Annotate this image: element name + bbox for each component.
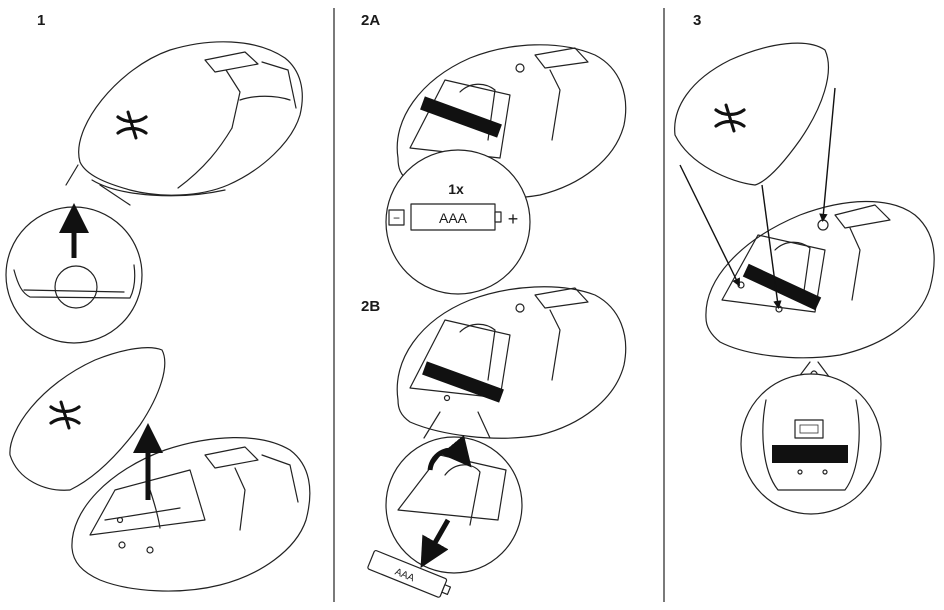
battery-slot-3 [742, 263, 822, 311]
step-1-label: 1 [37, 12, 46, 29]
step-2b-label: 2B [361, 298, 381, 315]
battery-slot-2a [420, 96, 502, 138]
alignment-lines [679, 87, 836, 310]
plus-symbol: + [508, 209, 519, 229]
aaa-battery-loose: AAA [367, 549, 452, 598]
minus-terminal-icon [388, 209, 405, 226]
rotate-arrow-icon [427, 434, 472, 471]
minus-symbol: − [393, 211, 400, 225]
mouse-with-shell [78, 41, 303, 197]
battery-type-text: AAA [439, 210, 468, 226]
underside-callout [740, 361, 882, 515]
arrow-down-icon [420, 518, 451, 569]
mouse-open-2b [396, 286, 627, 439]
shell-replace [674, 42, 829, 186]
mouse-open-3 [705, 200, 935, 359]
battery-callout-2a: 1x AAA − + [385, 149, 531, 295]
battery-eject-callout [385, 411, 523, 574]
shell-removed [9, 347, 166, 491]
step-3-label: 3 [693, 12, 702, 29]
mouse-body-open [71, 423, 311, 592]
step-2a-label: 2A [361, 12, 381, 29]
callout-shell-latch [5, 164, 143, 344]
battery-quantity-text: 1x [448, 181, 464, 197]
battery-slot-2b [422, 361, 504, 403]
usb-receiver-icon [794, 419, 824, 439]
battery-slot-underside [772, 445, 848, 463]
